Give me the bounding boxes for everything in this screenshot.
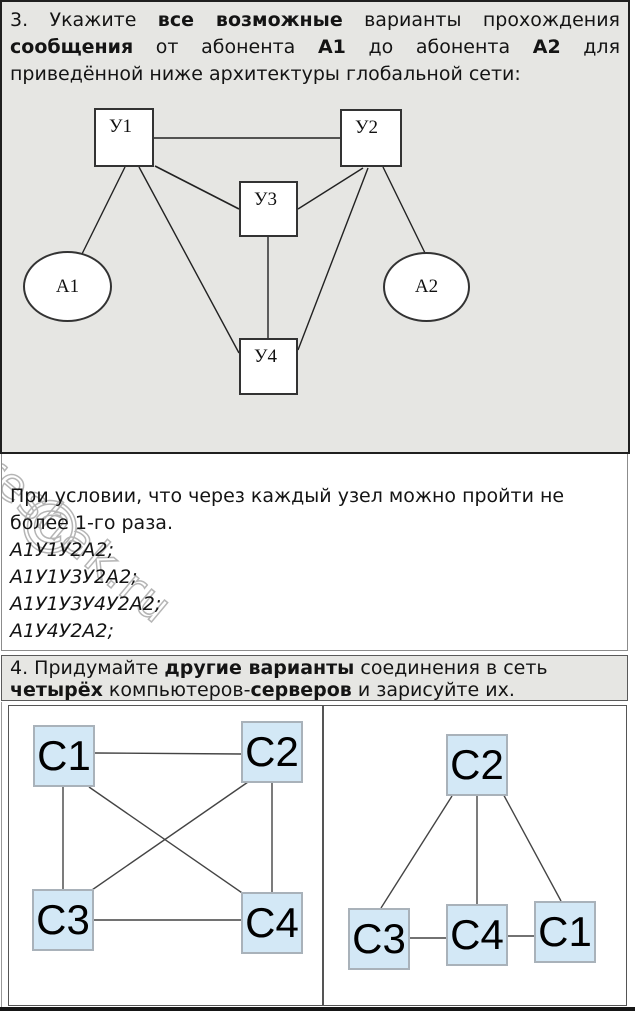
bottom-border-line: [0, 1007, 635, 1011]
network-edges: [81, 137, 426, 354]
node-u2-label: У2: [355, 117, 378, 138]
panel1-c3-label: C3: [36, 896, 90, 943]
node-a2-label: А2: [414, 276, 439, 297]
task4-text: соединения в сеть: [354, 657, 548, 679]
edge-line-u3-u2: [297, 167, 364, 210]
solution-panel-2: C2 C3 C4 C1: [323, 705, 627, 1006]
panel2-edges: [380, 789, 562, 939]
task3-text-bold: сообщения: [10, 36, 134, 58]
panel2-node-c1: C1: [534, 901, 596, 963]
node-a1: А1: [23, 251, 112, 322]
edge-line-c2-c1: [500, 789, 562, 902]
left-border-line: [1, 702, 2, 1008]
panel1-c1-label: C1: [37, 732, 91, 779]
panel2-c3-label: C3: [352, 915, 406, 962]
node-u1: У1: [94, 108, 154, 167]
edge-line-u1-u4: [138, 166, 240, 354]
answer-path: А1У4У2А2;: [10, 620, 114, 642]
panel2-node-c2: C2: [446, 734, 508, 796]
task4-text-bold: другие варианты: [164, 657, 355, 679]
task3-section: 3. Укажите все возможные варианты прохож…: [0, 0, 630, 454]
task3-text: варианты прохождения: [342, 9, 620, 31]
answer-path: А1У1У2А2;: [10, 539, 114, 561]
panel1-c2-label: C2: [245, 728, 299, 775]
panel2-c1-label: C1: [538, 908, 592, 955]
edge-line-c1-c2: [94, 752, 242, 755]
answer-section: reshak.ru © При условии, что через кажды…: [1, 454, 628, 651]
edge-line-c1-c4: [88, 786, 249, 898]
answer-condition: При условии, что через каждый узел можно…: [10, 485, 565, 534]
answer-path: А1У1У3У2А2;: [10, 566, 138, 588]
panel1-edges: [62, 752, 273, 921]
task4-text: компьютеров-: [102, 679, 251, 701]
node-a1-label: А1: [55, 275, 80, 297]
edge-line-u2-a2: [382, 166, 426, 254]
task4-text: и зарисуйте их.: [351, 679, 515, 701]
node-u3-label: У3: [254, 189, 277, 210]
panel1-node-c4: C4: [241, 892, 303, 954]
watermark-copyright-icon: ©: [13, 485, 87, 571]
task3-heading: 3. Укажите все возможные варианты прохож…: [2, 2, 628, 88]
edge-line-c3-c2: [91, 781, 249, 891]
task3-text-bold: А2: [532, 36, 561, 58]
task3-text: от абонента: [133, 36, 318, 58]
panel1-node-c3: C3: [32, 889, 94, 951]
task3-text: до абонента: [345, 36, 533, 58]
panel2-c4-label: C4: [450, 911, 504, 958]
task4-text-bold: серверов: [250, 679, 352, 701]
edge-line-u2-u4: [297, 167, 369, 351]
edge-line-c2-c3: [380, 795, 453, 909]
node-u3: У3: [239, 181, 298, 237]
answer-path: А1У1У3У4У2А2;: [10, 593, 162, 615]
panel1-c4-label: C4: [245, 899, 299, 946]
panel2-node-c3: C3: [348, 908, 410, 970]
node-u1-label: У1: [109, 116, 132, 137]
answer-path: А1У4У3У2А2.: [10, 645, 619, 650]
task3-text-bold: все возможные: [157, 9, 343, 31]
task4-heading: 4. Придумайте другие варианты соединения…: [2, 656, 627, 701]
panel1-node-c1: C1: [33, 725, 95, 787]
node-u2: У2: [340, 109, 402, 167]
task3-text: 3. Укажите: [10, 9, 158, 31]
panel1-node-c2: C2: [241, 721, 303, 783]
node-u4-label: У4: [254, 346, 277, 367]
task4-text-bold: четырёх: [10, 679, 103, 701]
network-diagram: У1 У2 У3 У4 А1 А2: [2, 2, 628, 452]
solutions-section: C1 C2 C3 C4 C2 C3 C4 C1: [0, 702, 635, 1013]
solution-panel-1: C1 C2 C3 C4: [8, 705, 323, 1006]
edge-line-u1-u3: [154, 165, 240, 210]
node-u4: У4: [239, 338, 298, 395]
task4-section: 4. Придумайте другие варианты соединения…: [1, 655, 628, 701]
task3-text-bold: А1: [317, 36, 346, 58]
panel2-node-c4: C4: [446, 904, 508, 966]
edge-line-u1-a1: [81, 166, 126, 255]
task4-text: 4. Придумайте: [10, 657, 165, 679]
panel2-c2-label: C2: [450, 741, 504, 788]
node-a2: А2: [383, 252, 470, 322]
task3-text: для приведённой ниже архитектуры глобаль…: [10, 36, 620, 85]
